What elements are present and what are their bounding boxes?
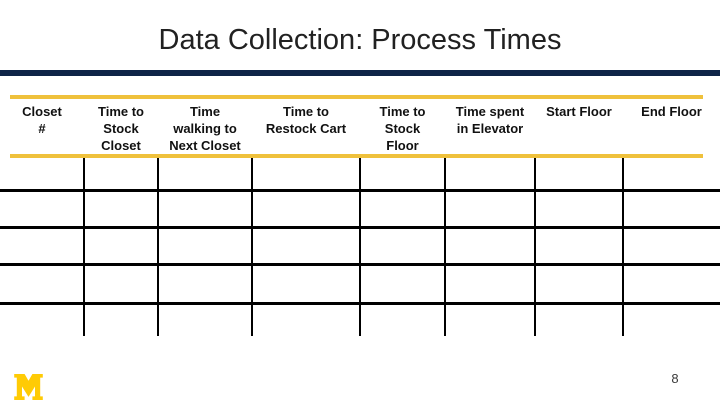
column-header-time-walking-to-next-closet: Time walking to Next Closet (169, 104, 241, 153)
slide-title: Data Collection: Process Times (158, 24, 562, 56)
grid-column-line (359, 158, 361, 336)
grid-column-line (83, 158, 85, 336)
grid-column-line (157, 158, 159, 336)
column-header-end-floor: End Floor (641, 104, 702, 119)
column-header-time-to-restock-cart: Time to Restock Cart (265, 104, 347, 136)
column-header-start-floor: Start Floor (546, 104, 612, 119)
header-divider-rule (10, 154, 703, 158)
column-header-closet-number: Closet # (22, 104, 62, 136)
grid-column-line (622, 158, 624, 336)
title-divider-bar (0, 70, 720, 76)
grid-column-line (444, 158, 446, 336)
grid-column-line (534, 158, 536, 336)
table-top-rule (10, 95, 703, 99)
block-m-logo (14, 374, 43, 400)
column-header-time-to-stock-closet: Time to Stock Closet (98, 104, 144, 153)
column-header-time-to-stock-floor: Time to Stock Floor (379, 104, 426, 153)
page-number: 8 (671, 371, 679, 386)
column-header-time-spent-in-elevator: Time spent in Elevator (455, 104, 525, 136)
grid-column-line (251, 158, 253, 336)
